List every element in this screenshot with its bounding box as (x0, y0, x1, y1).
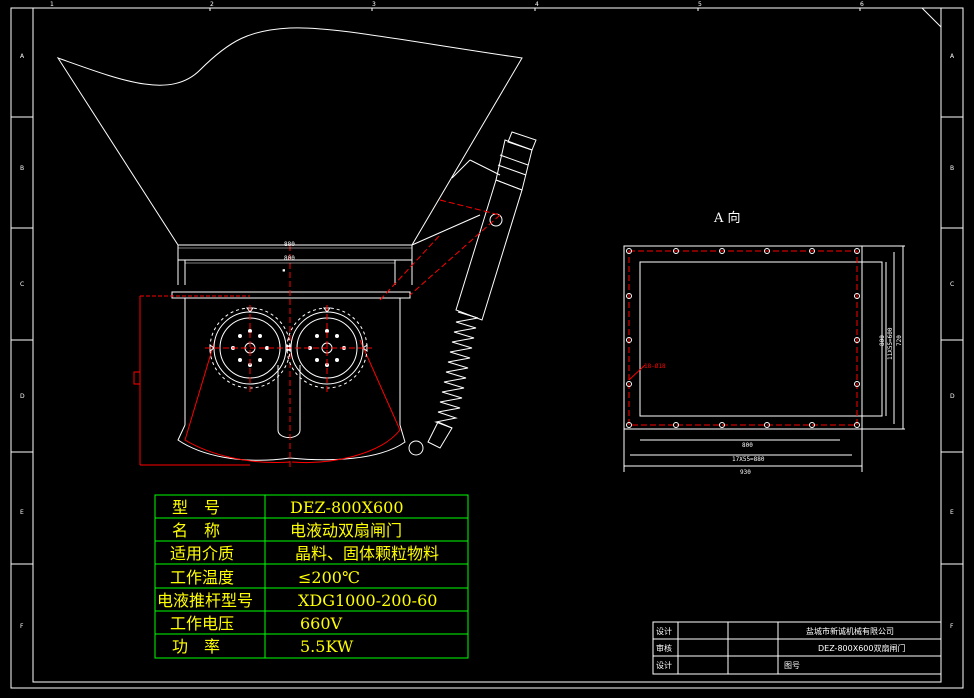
drawing-frame (10, 7, 964, 689)
dimension-top-outer: 880 (284, 241, 295, 248)
actuator-hidden-lines (379, 199, 501, 301)
spec-label-name: 名 称 (172, 521, 220, 540)
dimension-view-right-outer: 720 (896, 335, 903, 346)
title-block-company: 盐城市新诚机械有限公司 (806, 626, 894, 636)
zone-letter: F (950, 623, 954, 630)
zone-letter: A (950, 53, 955, 60)
hole-note-leader (628, 364, 646, 381)
spec-value-voltage: 660V (300, 614, 343, 633)
spec-label-power: 功 率 (172, 637, 220, 656)
view-a-outline (623, 245, 905, 472)
zone-letter: D (950, 393, 955, 400)
spec-table-labels: 型 号 名 称 适用介质 工作温度 电液推杆型号 工作电压 功 率 (157, 498, 253, 656)
dimension-view-right-mid: 11X55=600 (887, 327, 894, 360)
zone-letter: C (20, 281, 24, 288)
zone-letter: D (20, 393, 25, 400)
zone-number: 2 (210, 1, 214, 8)
spec-label-actuator-model: 电液推杆型号 (157, 591, 253, 610)
spec-value-medium: 晶料、固体颗粒物料 (295, 544, 439, 563)
title-block-drawing-name: DEZ-800X600双扇闸门 (818, 643, 905, 653)
title-block-design-label: 设计 (656, 660, 672, 670)
dimension-view-bottom-inner: 800 (742, 442, 753, 449)
spec-value-model: DEZ-800X600 (290, 498, 404, 517)
view-a-bolt-circle (628, 250, 858, 426)
hole-note: 18-Ø18 (644, 363, 666, 370)
dimension-view-bottom-outer: 930 (740, 469, 751, 476)
spec-label-temperature: 工作温度 (170, 568, 234, 587)
hopper-outline (56, 27, 523, 461)
spec-value-temperature: ≤200℃ (298, 568, 360, 587)
view-a-bolt-holes (626, 248, 860, 428)
top-dimensions (178, 247, 412, 264)
dimension-view-bottom-mid: 17X55=880 (732, 456, 765, 463)
zone-letter: F (20, 623, 24, 630)
zone-number: 3 (372, 1, 376, 8)
title-block-designer-label: 设计 (656, 626, 672, 636)
zone-letter: C (950, 281, 954, 288)
dimension-view-right-inner: 800 (879, 335, 886, 346)
view-label: A 向 (713, 210, 741, 226)
dimension-top-inner: 800 (284, 255, 295, 262)
gate-swing-lines (133, 245, 401, 470)
zone-letter: E (950, 509, 954, 516)
spec-table (154, 494, 469, 659)
zone-number: 1 (50, 1, 54, 8)
hydraulic-actuator (408, 131, 537, 456)
zone-letter: B (950, 165, 954, 172)
spec-value-name: 电液动双扇闸门 (290, 521, 402, 540)
spec-table-values: DEZ-800X600 电液动双扇闸门 晶料、固体颗粒物料 ≤200℃ XDG1… (290, 498, 439, 656)
zone-number: 5 (698, 1, 702, 8)
zone-letter: E (20, 509, 24, 516)
title-block-drawing-no-label: 图号 (784, 661, 800, 670)
spec-label-medium: 适用介质 (170, 544, 234, 563)
spec-label-voltage: 工作电压 (170, 614, 234, 633)
spec-label-model: 型 号 (172, 498, 220, 517)
zone-labels: A B C D E F A B C D E F 1 2 3 4 5 6 (20, 1, 955, 630)
spec-value-actuator-model: XDG1000-200-60 (298, 591, 437, 610)
zone-letter: B (20, 165, 24, 172)
gear-bolt-holes (231, 329, 346, 367)
title-block (652, 621, 942, 675)
zone-number: 6 (860, 1, 864, 8)
zone-number: 4 (535, 1, 539, 8)
spec-value-power: 5.5KW (300, 637, 354, 656)
gear-center-marks (205, 305, 372, 392)
dimension-inner-marker: ▪ (282, 267, 286, 274)
title-block-review-label: 审核 (656, 643, 672, 653)
zone-letter: A (20, 53, 25, 60)
